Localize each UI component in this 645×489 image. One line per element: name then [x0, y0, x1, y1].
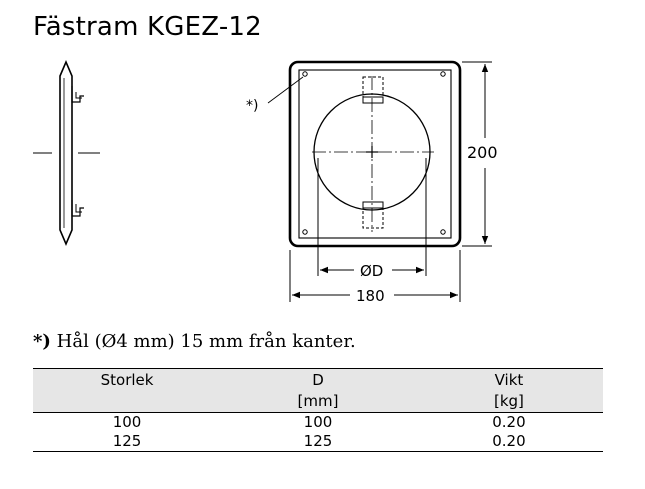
header-weight: Vikt — [414, 368, 603, 391]
technical-drawing: *) 200 ØD 180 — [33, 59, 498, 305]
front-view — [288, 60, 462, 248]
width-label: 180 — [356, 287, 385, 305]
cell-diameter: 100 — [303, 413, 333, 431]
diameter-label: ØD — [360, 262, 383, 280]
unit-diameter: [mm] — [221, 391, 415, 413]
hole-note: *) Hål (Ø4 mm) 15 mm från kanter. — [33, 331, 356, 352]
width-dimension — [289, 250, 461, 302]
spec-table: Storlek D Vikt [mm] [kg] 100 100 0.20 12… — [33, 368, 603, 452]
unit-weight: [kg] — [414, 391, 603, 413]
diameter-dimension — [317, 158, 427, 276]
table-row: 100 100 0.20 — [33, 413, 603, 433]
height-label: 200 — [467, 143, 498, 162]
table-header-row: Storlek D Vikt — [33, 368, 603, 391]
cell-diameter: 125 — [221, 432, 415, 452]
note-mark: *) — [33, 331, 51, 352]
cell-size: 125 — [33, 432, 222, 452]
cell-size: 100 — [112, 413, 142, 431]
callout-leader — [267, 76, 304, 104]
unit-size — [33, 391, 222, 413]
header-diameter: D — [221, 368, 415, 391]
cell-weight: 0.20 — [414, 432, 603, 452]
height-dimension — [462, 61, 492, 247]
header-size: Storlek — [33, 368, 222, 391]
side-view — [33, 59, 100, 247]
table-unit-row: [mm] [kg] — [33, 391, 603, 413]
callout-label: *) — [246, 98, 258, 114]
cell-weight: 0.20 — [492, 413, 526, 431]
table-row: 125 125 0.20 — [33, 432, 603, 452]
page-title: Fästram KGEZ-12 — [33, 12, 262, 42]
note-text: Hål (Ø4 mm) 15 mm från kanter. — [50, 331, 356, 352]
